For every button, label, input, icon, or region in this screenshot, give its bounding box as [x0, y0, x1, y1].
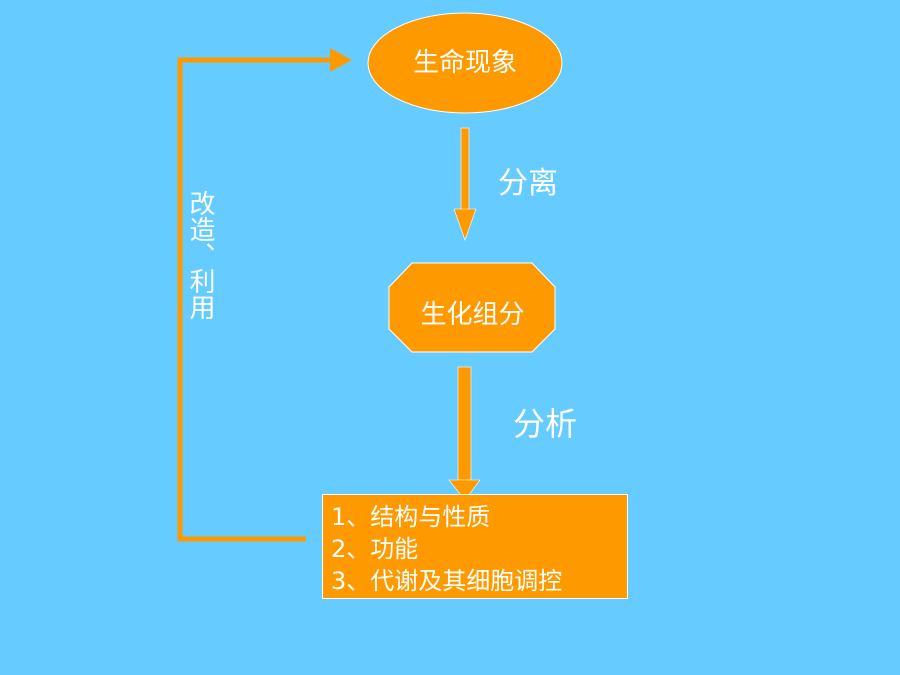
components-label: 生化组分	[420, 300, 525, 330]
feedback-loop-line	[177, 57, 338, 542]
separate-edge-label: 分离	[498, 166, 558, 201]
feedback-edge-label: 改造、利用	[185, 190, 215, 320]
separate-arrow-shaft	[460, 127, 470, 211]
result-item-metabolism: 3、代谢及其细胞调控	[331, 567, 563, 595]
analyze-arrowhead	[448, 479, 481, 501]
analyze-arrow-shaft	[457, 366, 472, 481]
components-node	[388, 262, 556, 353]
analyze-edge-label: 分析	[513, 405, 578, 443]
phenomenon-node	[367, 12, 563, 114]
result-item-function: 2、功能	[331, 535, 419, 563]
result-item-structure: 1、结构与性质	[331, 503, 491, 531]
separate-arrowhead	[453, 208, 477, 241]
results-node: 1、结构与性质 2、功能 3、代谢及其细胞调控	[322, 494, 628, 599]
phenomenon-label: 生命现象	[412, 48, 517, 78]
feedback-arrowhead	[330, 48, 352, 72]
